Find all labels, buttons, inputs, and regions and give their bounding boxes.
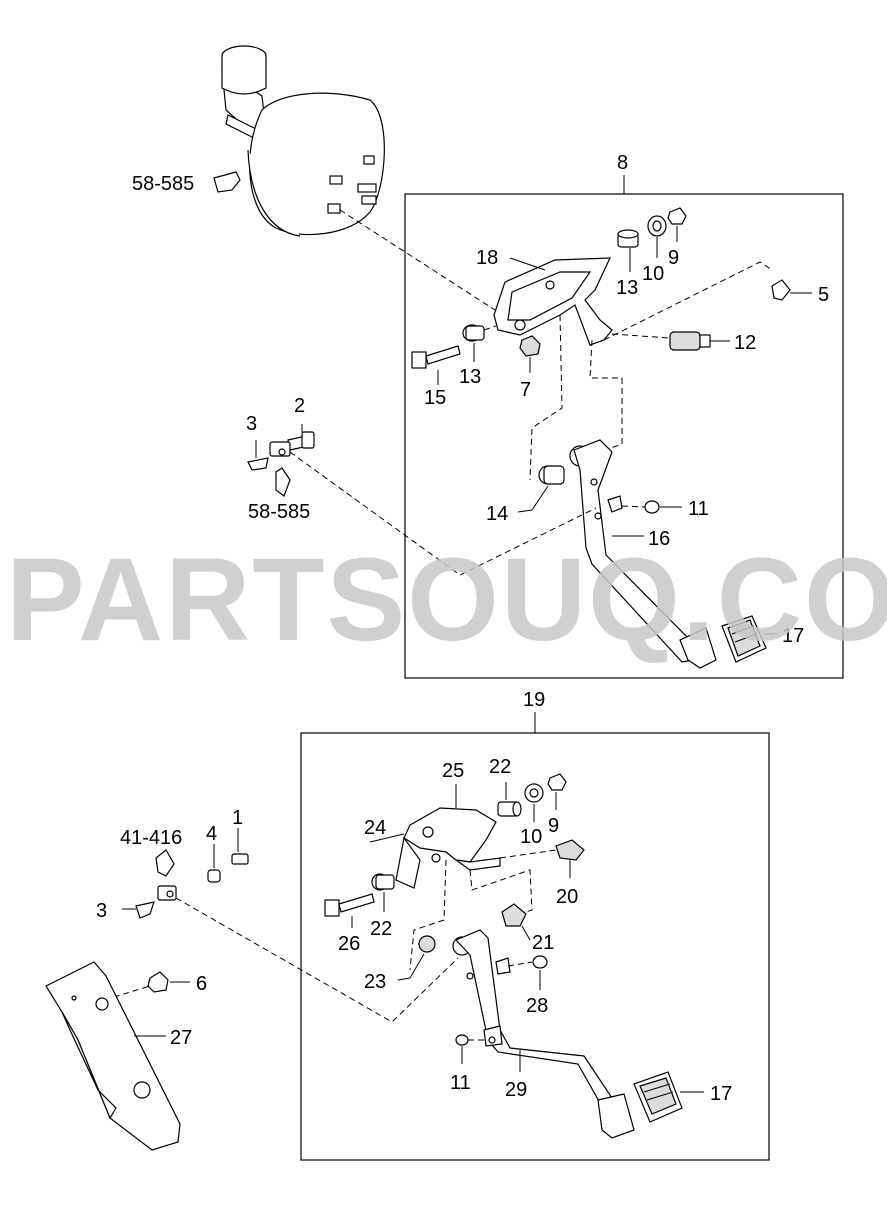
washer-10-upper — [647, 215, 667, 237]
bushing-14 — [538, 465, 565, 485]
clip-5 — [771, 279, 791, 301]
callout-17-lower: 17 — [710, 1083, 732, 1105]
bushing-13-lower — [462, 324, 497, 342]
bushing-22-lower — [371, 873, 395, 891]
callout-13-lower: 13 — [459, 366, 481, 388]
callout-10-lower: 10 — [520, 826, 542, 848]
callout-11-upper: 11 — [688, 498, 709, 520]
pedal-pad-17-lower — [633, 1071, 683, 1123]
callout-3-upper: 3 — [246, 413, 257, 435]
pedal-bracket-25 — [395, 807, 501, 889]
callout-2: 2 — [294, 395, 305, 417]
callout-22-lower: 22 — [370, 918, 392, 940]
callout-20: 20 — [556, 886, 578, 908]
pin-1 — [231, 853, 249, 865]
group-label-8: 8 — [617, 152, 628, 174]
callout-16: 16 — [648, 528, 670, 550]
clip-3-upper — [247, 457, 269, 471]
bolt-15 — [411, 345, 461, 369]
callout-6: 6 — [196, 973, 207, 995]
ref-41-416-label: 41-416 — [120, 827, 182, 849]
callout-12: 12 — [734, 332, 756, 354]
callout-13-upper: 13 — [616, 277, 638, 299]
callout-21: 21 — [532, 932, 554, 954]
brake-booster — [221, 45, 385, 237]
callout-26: 26 — [338, 933, 360, 955]
nut-6 — [147, 971, 169, 993]
callout-22-upper: 22 — [489, 756, 511, 778]
clip-3-lower — [135, 901, 155, 919]
bushing-22-upper — [497, 801, 522, 817]
bushing-23 — [418, 935, 436, 953]
brake-pedal-29 — [452, 929, 635, 1139]
callout-1: 1 — [232, 807, 243, 829]
callout-3-lower: 3 — [96, 900, 107, 922]
ref-58-585-icon-lower — [275, 467, 291, 497]
collar-4 — [207, 869, 221, 883]
callout-11-lower: 11 — [450, 1072, 471, 1094]
callout-5: 5 — [818, 284, 829, 306]
callout-24: 24 — [364, 817, 386, 839]
bushing-13-upper — [617, 229, 639, 248]
callout-29: 29 — [505, 1079, 527, 1101]
group-label-19: 19 — [523, 689, 545, 711]
pin-2 — [287, 431, 315, 451]
watermark: PARTSOUQ.COM — [6, 534, 887, 666]
bolt-26 — [324, 893, 375, 917]
clutch-pedal-16 — [569, 439, 717, 669]
callout-4: 4 — [206, 823, 217, 845]
washer-10-lower — [524, 783, 544, 803]
clevis-upper — [269, 441, 291, 457]
nut-9-upper — [667, 207, 687, 225]
ref-41-416-icon — [155, 849, 175, 877]
callout-17-upper: 17 — [782, 625, 804, 647]
stopper-28 — [532, 955, 548, 969]
pedal-pad-17-upper — [721, 615, 767, 663]
nut-7 — [519, 335, 541, 357]
ref-58-585-label-lower: 58-585 — [248, 501, 310, 523]
pedal-plate-27 — [45, 961, 181, 1151]
spring-21 — [501, 903, 527, 927]
callout-18: 18 — [476, 247, 498, 269]
callout-14: 14 — [486, 503, 508, 525]
ref-58-585-icon-upper — [213, 171, 241, 193]
callout-7: 7 — [520, 379, 531, 401]
callout-9-upper: 9 — [668, 247, 679, 269]
callout-27: 27 — [170, 1027, 192, 1049]
callout-10-upper: 10 — [642, 263, 664, 285]
clevis-lower — [157, 885, 177, 901]
switch-12 — [669, 331, 711, 351]
switch-20 — [555, 839, 585, 861]
stopper-11-upper — [644, 500, 660, 514]
callout-25: 25 — [442, 760, 464, 782]
ref-58-585-label-upper: 58-585 — [132, 173, 194, 195]
callout-23: 23 — [364, 971, 386, 993]
nut-9-lower — [547, 773, 567, 791]
callout-9-lower: 9 — [548, 815, 559, 837]
callout-28: 28 — [526, 995, 548, 1017]
stopper-11-lower — [455, 1034, 469, 1046]
callout-15: 15 — [424, 387, 446, 409]
pedal-bracket — [493, 257, 613, 346]
